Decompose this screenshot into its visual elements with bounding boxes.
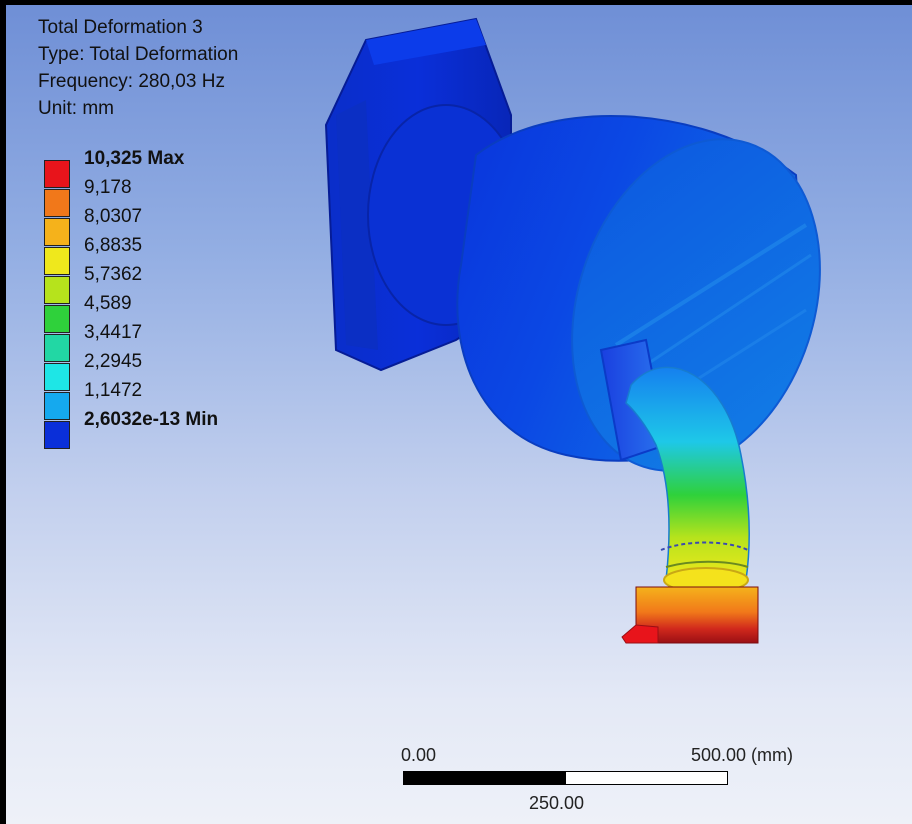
- result-type: Type: Total Deformation: [38, 44, 239, 65]
- legend-swatch: [44, 189, 70, 217]
- legend-label: 5,7362: [84, 264, 143, 285]
- legend-swatch: [44, 218, 70, 246]
- legend-swatch: [44, 334, 70, 362]
- result-unit: Unit: mm: [38, 98, 114, 119]
- scale-segment-white: [565, 771, 728, 785]
- legend-label: 9,178: [84, 177, 132, 198]
- legend-label: 4,589: [84, 293, 132, 314]
- legend-label: 1,1472: [84, 380, 143, 401]
- legend-label: 8,0307: [84, 206, 143, 227]
- scale-right-label: 500.00 (mm): [691, 745, 794, 765]
- scale-bar: 0.00 500.00 (mm) 250.00: [401, 745, 793, 815]
- legend-swatch: [44, 392, 70, 420]
- legend-label: 10,325 Max: [84, 148, 185, 169]
- legend-swatch: [44, 276, 70, 304]
- scale-left-label: 0.00: [401, 745, 437, 765]
- scale-segment-black: [403, 771, 566, 785]
- legend-label: 3,4417: [84, 322, 143, 343]
- scale-mid-label: 250.00: [529, 793, 585, 813]
- legend-swatch: [44, 247, 70, 275]
- legend-swatch: [44, 421, 70, 449]
- model-render[interactable]: [6, 5, 912, 824]
- legend-swatch: [44, 305, 70, 333]
- legend-label: 6,8835: [84, 235, 143, 256]
- legend-swatch: [44, 363, 70, 391]
- result-frequency: Frequency: 280,03 Hz: [38, 71, 225, 92]
- legend-label: 2,6032e-13 Min: [84, 409, 219, 430]
- legend-swatch: [44, 160, 70, 188]
- outlet-pipe: [625, 366, 751, 593]
- legend-label: 2,2945: [84, 351, 143, 372]
- base-block: [621, 586, 759, 644]
- result-title: Total Deformation 3: [38, 17, 203, 38]
